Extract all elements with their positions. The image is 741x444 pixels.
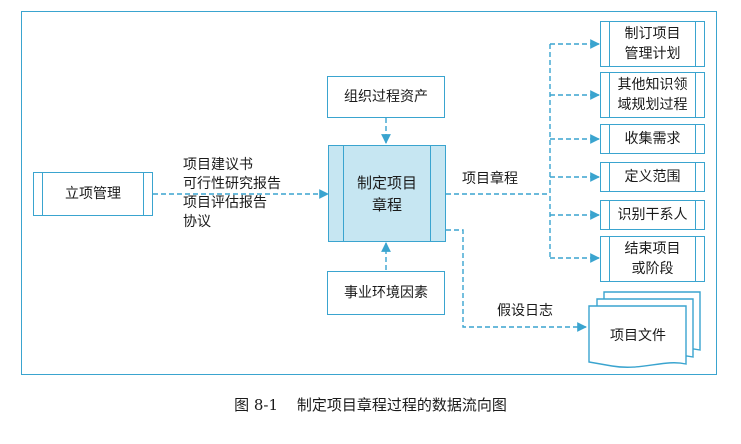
inputs-list: 项目建议书 可行性研究报告 项目评估报告 协议 xyxy=(183,156,281,232)
figure-title: 制定项目章程过程的数据流向图 xyxy=(296,396,507,414)
initiation-management-box: 立项管理 xyxy=(33,172,153,216)
initiation-management-label: 立项管理 xyxy=(65,186,121,202)
output-define-scope-label: 定义范围 xyxy=(624,169,681,185)
develop-charter-box: 制定项目 章程 xyxy=(328,145,446,242)
output-plan-management: 制订项目 管理计划 xyxy=(600,21,705,67)
output-close-project-line1: 结束项目 xyxy=(624,241,681,257)
diagram-frame xyxy=(21,11,717,375)
output-other-planning-line2: 域规划过程 xyxy=(617,97,688,113)
org-process-assets-label: 组织过程资产 xyxy=(344,89,428,105)
output-plan-management-line2: 管理计划 xyxy=(624,46,681,62)
env-factors-box: 事业环境因素 xyxy=(327,271,445,315)
output-other-planning: 其他知识领 域规划过程 xyxy=(600,72,705,118)
output-plan-management-line1: 制订项目 xyxy=(624,26,681,42)
input-proposal: 项目建议书 xyxy=(183,157,253,173)
output-close-project: 结束项目 或阶段 xyxy=(600,236,705,282)
develop-charter-line1: 制定项目 xyxy=(356,173,417,192)
figure-caption: 图 8-1 制定项目章程过程的数据流向图 xyxy=(0,394,741,415)
input-feasibility-report: 可行性研究报告 xyxy=(183,176,281,192)
org-process-assets-box: 组织过程资产 xyxy=(327,76,445,118)
arrow-assumption-log xyxy=(446,229,587,332)
project-documents-label: 项目文件 xyxy=(610,328,666,344)
output-collect-requirements: 收集需求 xyxy=(600,124,705,154)
output-define-scope: 定义范围 xyxy=(600,162,705,192)
charter-output-label: 项目章程 xyxy=(462,171,518,187)
output-other-planning-line1: 其他知识领 xyxy=(617,77,688,93)
input-assessment-report: 项目评估报告 xyxy=(183,195,267,211)
output-identify-stakeholders-label: 识别干系人 xyxy=(617,207,688,223)
assumption-log-label: 假设日志 xyxy=(497,303,553,319)
develop-charter-line2: 章程 xyxy=(371,195,402,214)
env-factors-label: 事业环境因素 xyxy=(344,285,428,301)
output-collect-requirements-label: 收集需求 xyxy=(624,131,681,147)
output-identify-stakeholders: 识别干系人 xyxy=(600,200,705,230)
project-documents-shape xyxy=(588,291,701,368)
input-agreement: 协议 xyxy=(183,214,211,230)
output-close-project-line2: 或阶段 xyxy=(631,261,674,277)
figure-number: 图 8-1 xyxy=(234,396,279,414)
